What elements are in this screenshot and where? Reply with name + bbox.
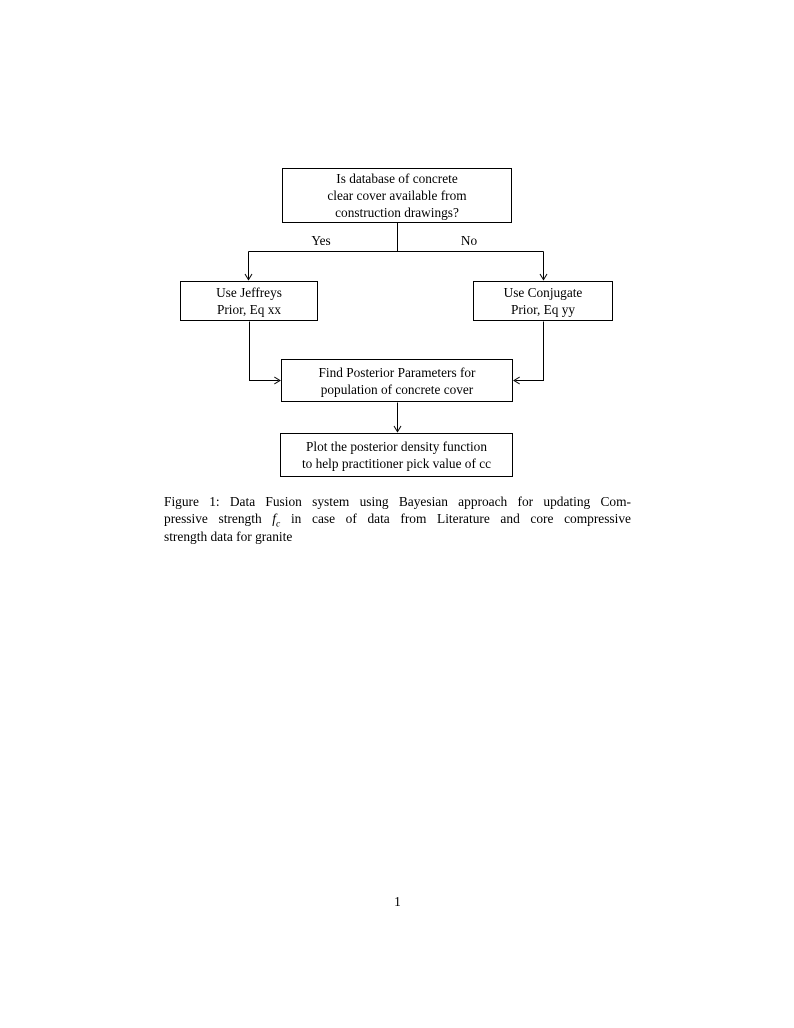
node-text-line: to help practitioner pick value of cc (301, 456, 492, 471)
arrowhead-no-down (539, 273, 548, 281)
arrowhead-posterior-right (513, 376, 520, 385)
edge-conjugate-to-posterior (515, 321, 544, 381)
caption-line-1: Figure 1: Data Fusion system using Bayes… (164, 494, 631, 509)
page-number: 1 (394, 894, 401, 909)
node-text-line: Find Posterior Parameters for (318, 364, 476, 380)
caption-line2-text: in case of data from Literature and core… (290, 511, 631, 527)
node-text-line: population of concrete cover (320, 381, 474, 397)
caption-line-2: pressive strength fc in case of data fro… (164, 510, 631, 529)
node-posterior-parameters: Find Posterior Parameters for population… (281, 359, 513, 402)
arrowhead-yes-down (244, 273, 253, 281)
node-text-line: construction drawings? (335, 205, 459, 220)
node-plot-density: Plot the posterior density function to h… (280, 433, 513, 477)
math-f-symbol: f (272, 511, 277, 527)
figure-caption: Figure 1: Data Fusion system using Bayes… (164, 493, 631, 545)
edge-label-no: No (460, 233, 478, 248)
node-text-line: Prior, Eq xx (216, 302, 282, 317)
node-conjugate-prior: Use Conjugate Prior, Eq yy (473, 281, 613, 321)
caption-line2-text: pressive strength (164, 511, 262, 527)
edge-label-yes: Yes (311, 233, 331, 248)
edge-jeffreys-to-posterior (249, 321, 279, 381)
node-text-line: Is database of concrete (336, 171, 458, 186)
caption-line-3: strength data for granite (164, 528, 293, 544)
arrowhead-plot-down (393, 425, 402, 433)
node-text-line: Use Jeffreys (216, 285, 282, 300)
node-text-line: Use Conjugate (503, 285, 583, 300)
node-question-database: Is database of concrete clear cover avai… (282, 168, 512, 223)
math-fc: fc (272, 511, 280, 529)
node-text-line: Prior, Eq yy (510, 302, 576, 317)
node-jeffreys-prior: Use Jeffreys Prior, Eq xx (180, 281, 318, 321)
math-c-subscript: c (276, 519, 281, 531)
arrowhead-posterior-left (274, 376, 281, 385)
node-text-line: clear cover available from (327, 188, 467, 203)
node-text-line: Plot the posterior density function (306, 439, 487, 454)
